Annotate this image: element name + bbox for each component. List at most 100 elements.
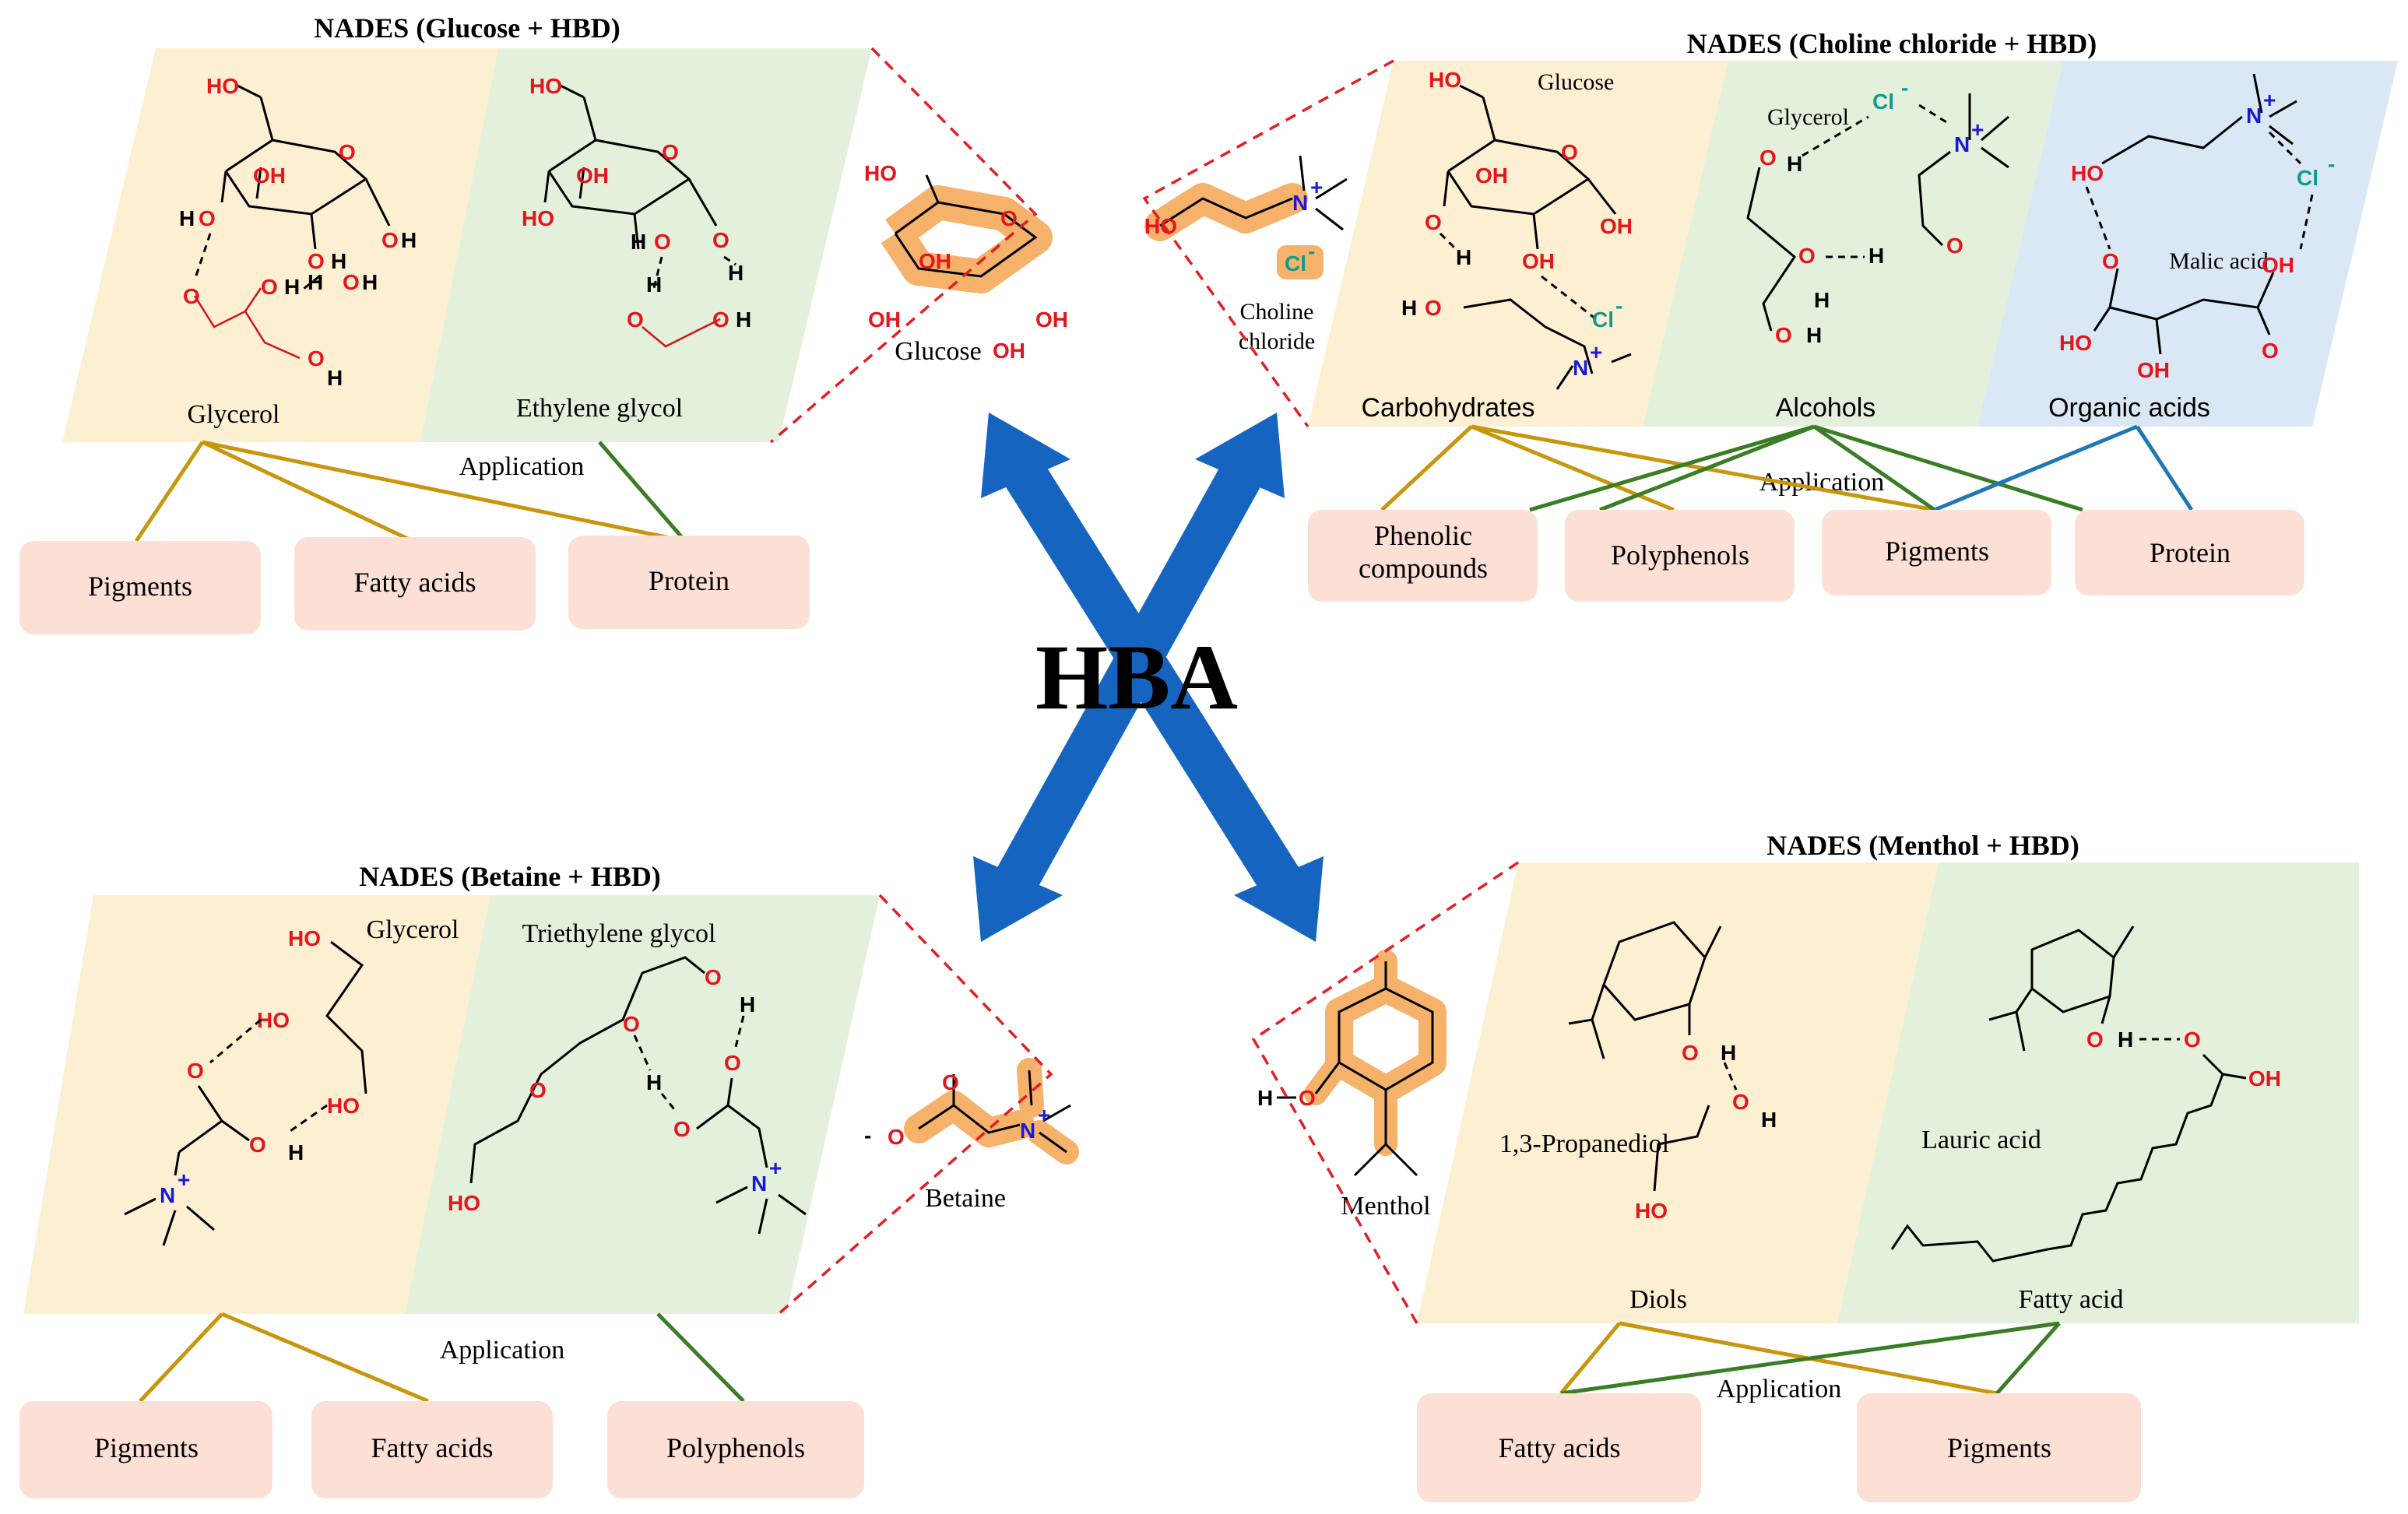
atom: O — [623, 1012, 640, 1036]
q2-panel-alcohols — [1643, 61, 2063, 427]
atom: O — [261, 275, 278, 299]
atom: O — [2086, 1027, 2104, 1052]
q3-hba-betaine: O O - N + Betaine — [864, 1058, 1079, 1213]
atom: Cl — [1592, 307, 1614, 332]
atom: O — [308, 346, 325, 371]
atom: H — [1761, 1108, 1777, 1132]
atom: O — [1425, 296, 1442, 320]
q1-label-ethylene-glycol: Ethylene glycol — [516, 394, 683, 423]
blue-arrow-ne-sw — [973, 413, 1285, 942]
atom: H — [1806, 323, 1822, 347]
atom: O — [1775, 323, 1792, 347]
q1-box-label: Fatty acids — [354, 567, 476, 598]
atom: Cl — [2297, 166, 2318, 190]
atom: H — [288, 1140, 304, 1164]
atom: O — [2184, 1027, 2201, 1052]
q2-panel-organic-acids — [1977, 61, 2398, 427]
q2-glycerol-molecule: Glycerol O H O H O H H Cl - N + O — [1746, 76, 2009, 347]
atom: O — [1759, 146, 1777, 170]
atom: H — [1787, 152, 1802, 176]
atom: + — [1971, 118, 1984, 142]
atom: N — [1020, 1119, 1035, 1143]
q4-hba-menthol: H O Menthol — [1257, 950, 1447, 1221]
atom: H — [1257, 1086, 1273, 1110]
atom: O — [249, 1133, 266, 1157]
q4-fatty-acid-complex: O H O OH Lauric acid — [1890, 926, 2281, 1263]
atom: HO — [522, 206, 554, 230]
q2-label-alcohols: Alcohols — [1776, 393, 1876, 423]
atom: O — [187, 1059, 204, 1083]
q4-title: NADES (Menthol + HBD) — [1766, 830, 2079, 861]
atom: OH — [868, 307, 901, 332]
q3-box-label: Pigments — [94, 1432, 199, 1463]
q4-label-fatty-acid: Fatty acid — [2018, 1285, 2123, 1314]
atom: - — [1308, 239, 1315, 263]
q1-title: NADES (Glucose + HBD) — [314, 12, 620, 44]
atom: H — [2118, 1027, 2133, 1052]
q4-links — [1559, 1321, 2061, 1396]
q3-box-label: Fatty acids — [371, 1432, 494, 1463]
atom: O — [1561, 140, 1578, 164]
q3-panel-triethylene-glycol — [405, 895, 880, 1314]
q2-links — [1380, 424, 2194, 512]
q3-label-glycerol: Glycerol — [367, 915, 459, 944]
q1-links — [134, 440, 687, 543]
atom: OH — [1600, 214, 1633, 238]
atom: - — [1901, 76, 1908, 100]
atom: H — [646, 272, 662, 297]
atom: + — [2263, 88, 2276, 112]
atom: O — [308, 249, 325, 273]
atom: OH — [993, 339, 1025, 363]
atom: O — [2262, 339, 2279, 363]
atom: O — [888, 1125, 905, 1149]
atom: O — [942, 1070, 959, 1094]
atom: HO — [2059, 331, 2092, 355]
q2-box-label: Phenolic — [1374, 520, 1472, 551]
atom: O — [712, 307, 729, 332]
q2-glycerol-label: Glycerol — [1767, 104, 1849, 130]
q1-hba-glucose: HO O OH OH OH OH Glucose — [864, 161, 1068, 366]
q4-app-box-fatty-acids: Fatty acids — [1417, 1393, 1701, 1502]
q3-callout — [777, 894, 1053, 1316]
atom: - — [2328, 152, 2335, 176]
q4-application-label: Application — [1717, 1375, 1842, 1403]
q2-callout — [1142, 59, 1394, 428]
atom: + — [1310, 175, 1323, 199]
atom: H — [284, 275, 300, 299]
atom: H — [308, 270, 323, 294]
atom: OH — [576, 163, 609, 188]
q1-glycerol-molecule: O O H O H — [183, 233, 343, 390]
atom: N — [2246, 104, 2262, 128]
atom: H — [1814, 288, 1830, 312]
atom: HO — [864, 161, 897, 185]
atom: O — [381, 228, 399, 252]
q2-label-organic-acids: Organic acids — [2048, 393, 2210, 423]
atom: H — [1456, 245, 1471, 269]
atom: O — [1425, 210, 1442, 234]
q2-malic-label: Malic acid — [2169, 248, 2268, 274]
q1-glucose-molecule-b: HO O OH HO H O O — [522, 74, 729, 254]
atom: O — [627, 307, 644, 332]
atom: O — [199, 206, 216, 230]
atom: O — [1798, 244, 1816, 268]
q2-box-label: Pigments — [1885, 536, 1989, 567]
q2-box-label: compounds — [1359, 553, 1488, 584]
atom: O — [183, 284, 200, 308]
atom: HO — [1429, 68, 1461, 92]
q2-box-label: Protein — [2150, 537, 2230, 568]
atom: OH — [253, 163, 286, 188]
atom: OH — [2137, 358, 2170, 382]
atom: H — [631, 230, 646, 254]
q1-hba-label: Glucose — [895, 337, 981, 366]
atom: O — [2102, 249, 2119, 273]
q2-app-box-protein: Protein — [2075, 510, 2304, 595]
q3-links — [139, 1312, 745, 1403]
atom: O — [1299, 1086, 1316, 1110]
q1-app-box-fatty-acids: Fatty acids — [294, 537, 536, 631]
atom: O — [712, 228, 729, 252]
atom: HO — [327, 1094, 360, 1118]
q1-label-glycerol: Glycerol — [188, 400, 280, 429]
atom: N — [751, 1172, 767, 1196]
q2-glucose-molecule: Glucose HO O OH O OH OH H H O N + Cl - — [1401, 68, 1633, 390]
